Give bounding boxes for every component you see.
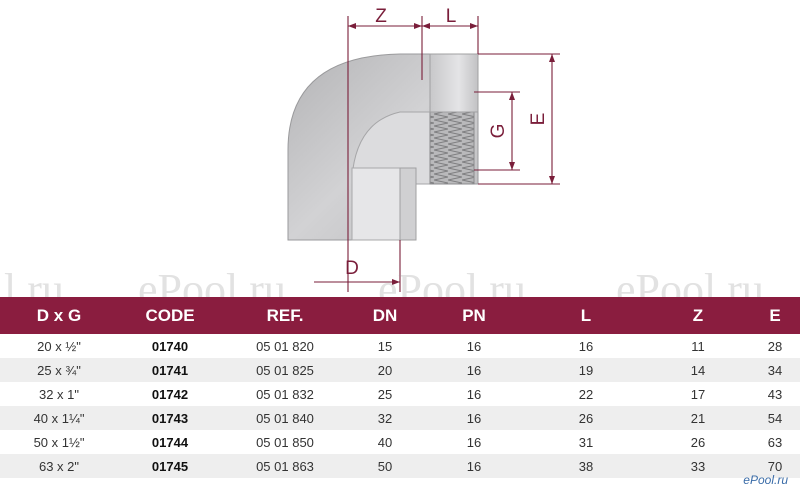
table-cell-code: 01742 — [151, 386, 189, 402]
socket-face — [351, 167, 401, 241]
table-cell: 16 — [466, 434, 482, 450]
site-logo: ePool.ru — [743, 473, 788, 487]
table-cell: 05 01 832 — [256, 386, 314, 402]
table-row: 25 x ¾" 01741 05 01 825 20 16 19 14 34 — [0, 358, 800, 382]
spec-table: D x G CODE REF. DN PN L Z E 20 x ½" 0174… — [0, 297, 800, 478]
table-cell: 28 — [767, 338, 783, 354]
dim-label-d: D — [345, 258, 359, 279]
cup-end — [429, 53, 479, 113]
table-cell: 16 — [422, 358, 526, 382]
table-cell: 40 — [377, 434, 393, 450]
table-row: 20 x ½" 01740 05 01 820 15 16 16 11 28 — [0, 334, 800, 358]
table-cell-code: 01744 — [151, 434, 189, 450]
column-header: REF. — [222, 297, 348, 334]
table-cell: 63 x 2" — [0, 454, 118, 478]
table-cell: 19 — [526, 358, 646, 382]
table-cell: 16 — [466, 386, 482, 402]
table-cell: 05 01 840 — [222, 406, 348, 430]
table-cell: 20 x ½" — [37, 338, 81, 354]
table-cell: 05 01 820 — [256, 338, 314, 354]
table-cell: 16 — [466, 338, 482, 354]
table-cell: 50 x 1½" — [33, 434, 85, 450]
table-cell: 14 — [646, 358, 750, 382]
table-cell: 43 — [767, 386, 783, 402]
table-header-row: D x G CODE REF. DN PN L Z E — [0, 297, 800, 334]
table-cell-code: 01743 — [118, 406, 222, 430]
table-row: 32 x 1" 01742 05 01 832 25 16 22 17 43 — [0, 382, 800, 406]
table-cell: 26 — [526, 406, 646, 430]
table-cell: 20 — [348, 358, 422, 382]
table-cell: 21 — [646, 406, 750, 430]
dim-label-g: G — [488, 124, 509, 139]
table-cell: 05 01 863 — [222, 454, 348, 478]
table-row: 63 x 2" 01745 05 01 863 50 16 38 33 70 — [0, 454, 800, 478]
table-cell-code: 01741 — [118, 358, 222, 382]
column-header: CODE — [118, 297, 222, 334]
column-header: L — [526, 297, 646, 334]
dim-label-z: Z — [375, 6, 387, 27]
table-cell: 16 — [422, 406, 526, 430]
table-cell-code: 01745 — [118, 454, 222, 478]
table-cell: 32 x 1" — [38, 386, 80, 402]
table-cell: 11 — [691, 338, 705, 354]
table-cell: 40 x 1¼" — [0, 406, 118, 430]
column-header: Z — [646, 297, 750, 334]
table-cell: 05 01 825 — [222, 358, 348, 382]
table-cell: 70 — [750, 454, 800, 478]
column-header: E — [750, 297, 800, 334]
table-cell: 25 x ¾" — [0, 358, 118, 382]
table-cell: 16 — [578, 338, 594, 354]
dim-label-l: L — [446, 6, 457, 27]
column-header: PN — [422, 297, 526, 334]
table-cell: 32 — [348, 406, 422, 430]
table-cell: 17 — [690, 386, 706, 402]
table-cell-code: 01740 — [151, 338, 189, 354]
table-row: 40 x 1¼" 01743 05 01 840 32 16 26 21 54 — [0, 406, 800, 430]
table-cell: 22 — [578, 386, 594, 402]
dim-label-e: E — [528, 113, 549, 126]
thread-section — [429, 111, 475, 185]
table-cell: 34 — [750, 358, 800, 382]
column-header: D x G — [0, 297, 118, 334]
table-cell: 25 — [377, 386, 393, 402]
table-cell: 05 01 850 — [256, 434, 314, 450]
table-cell: 33 — [646, 454, 750, 478]
elbow-drawing: Z L G E D — [287, 6, 560, 292]
table-cell: 50 — [348, 454, 422, 478]
table-row: 50 x 1½" 01744 05 01 850 40 16 31 26 63 — [0, 430, 800, 454]
table-cell: 16 — [422, 454, 526, 478]
table-cell: 31 — [578, 434, 594, 450]
table-cell: 26 — [690, 434, 706, 450]
column-header: DN — [348, 297, 422, 334]
table-cell: 38 — [526, 454, 646, 478]
table-cell: 63 — [767, 434, 783, 450]
table-cell: 15 — [377, 338, 393, 354]
table-cell: 54 — [750, 406, 800, 430]
socket-lip — [399, 167, 417, 241]
